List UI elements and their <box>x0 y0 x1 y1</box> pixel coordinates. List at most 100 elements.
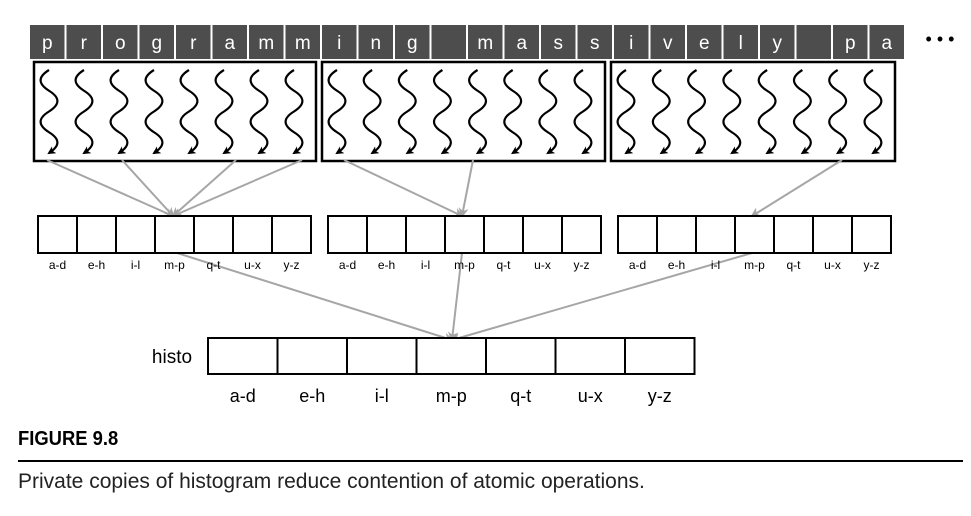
char-label: i <box>629 33 633 54</box>
reduction-arrow <box>121 159 175 218</box>
char-cell <box>796 25 831 59</box>
char-cell <box>358 25 393 59</box>
private-bin <box>405 215 446 254</box>
char-label: a <box>224 33 235 54</box>
char-cell <box>577 25 612 59</box>
histo-bin-label: m-p <box>436 386 467 406</box>
private-bin <box>656 215 697 254</box>
thread-block <box>609 60 897 163</box>
reduction-arrow <box>450 252 753 343</box>
thread-block <box>320 60 607 163</box>
char-label: r <box>81 33 88 54</box>
char-label: g <box>407 33 418 54</box>
char-label: y <box>773 33 783 54</box>
private-bin <box>115 215 156 254</box>
private-bin <box>773 215 814 254</box>
thread-arrow <box>792 69 812 155</box>
char-label: v <box>663 33 673 54</box>
char-label: o <box>115 33 126 54</box>
histo-bin <box>624 337 696 375</box>
char-label: i <box>337 33 341 54</box>
private-bin-label: i-l <box>421 258 430 272</box>
private-bin <box>617 215 658 254</box>
char-cell <box>176 25 211 59</box>
private-bin-label: m-p <box>164 258 185 272</box>
private-bin <box>232 215 273 254</box>
private-bin-label: a-d <box>339 258 356 272</box>
char-cell <box>139 25 174 59</box>
char-label: l <box>739 33 743 54</box>
reduction-arrow <box>171 159 237 218</box>
char-label: a <box>881 33 892 54</box>
private-bin-label: a-d <box>629 258 646 272</box>
thread-arrow <box>503 69 523 155</box>
private-bin <box>193 215 234 254</box>
private-bin-label: e-h <box>668 258 685 272</box>
char-label: p <box>845 33 856 54</box>
char-label: s <box>590 33 600 54</box>
private-bin-label: i-l <box>711 258 720 272</box>
private-bin <box>483 215 524 254</box>
char-label: s <box>554 33 564 54</box>
reduction-arrows <box>46 159 843 343</box>
private-bin-label: u-x <box>534 258 551 272</box>
char-cell <box>395 25 430 59</box>
thread-arrow <box>651 69 671 155</box>
thread-arrow <box>74 69 94 155</box>
private-bin-label: m-p <box>454 258 475 272</box>
char-cell <box>614 25 649 59</box>
private-bin-label: a-d <box>49 258 66 272</box>
thread-arrow <box>757 69 777 155</box>
char-label: g <box>151 33 162 54</box>
char-cell <box>723 25 758 59</box>
private-bin <box>37 215 78 254</box>
thread-arrow <box>109 69 129 155</box>
histo-bin <box>485 337 557 375</box>
histo-label: histo <box>152 347 192 368</box>
thread-arrow <box>828 69 848 155</box>
histo-bin-label: u-x <box>578 386 603 406</box>
char-cell <box>468 25 503 59</box>
histo-bin <box>554 337 626 375</box>
thread-arrow <box>397 69 417 155</box>
thread-arrow <box>362 69 382 155</box>
histo-bin <box>207 337 279 375</box>
private-bin-label: i-l <box>131 258 140 272</box>
char-cell <box>212 25 247 59</box>
private-bin-label: y-z <box>864 258 880 272</box>
reduction-arrow <box>176 252 454 343</box>
char-cell <box>869 25 904 59</box>
char-label: p <box>42 33 53 54</box>
private-bin-label: q-t <box>206 258 221 272</box>
char-cell <box>322 25 357 59</box>
thread-arrow <box>249 69 269 155</box>
private-bin-label: m-p <box>744 258 765 272</box>
ellipsis: • • • <box>926 29 955 49</box>
histo-bin-label: i-l <box>375 386 389 406</box>
private-bin <box>444 215 485 254</box>
private-bin <box>154 215 195 254</box>
char-label: m <box>295 33 311 54</box>
char-cell <box>66 25 101 59</box>
private-bin <box>366 215 407 254</box>
histo-bin-label: a-d <box>230 386 256 406</box>
char-label: n <box>370 33 381 54</box>
private-bin <box>522 215 563 254</box>
private-bin-label: q-t <box>496 258 511 272</box>
private-bin <box>561 215 602 254</box>
char-cell <box>541 25 576 59</box>
thread-arrow <box>687 69 707 155</box>
char-label: e <box>699 33 710 54</box>
private-bin-label: q-t <box>786 258 801 272</box>
private-bin <box>734 215 775 254</box>
thread-arrow <box>538 69 558 155</box>
char-cell <box>650 25 685 59</box>
histo-bin-label: e-h <box>299 386 325 406</box>
char-cell <box>504 25 539 59</box>
reduction-arrow <box>343 159 464 218</box>
private-bin-label: e-h <box>88 258 105 272</box>
private-bin-label: y-z <box>574 258 590 272</box>
